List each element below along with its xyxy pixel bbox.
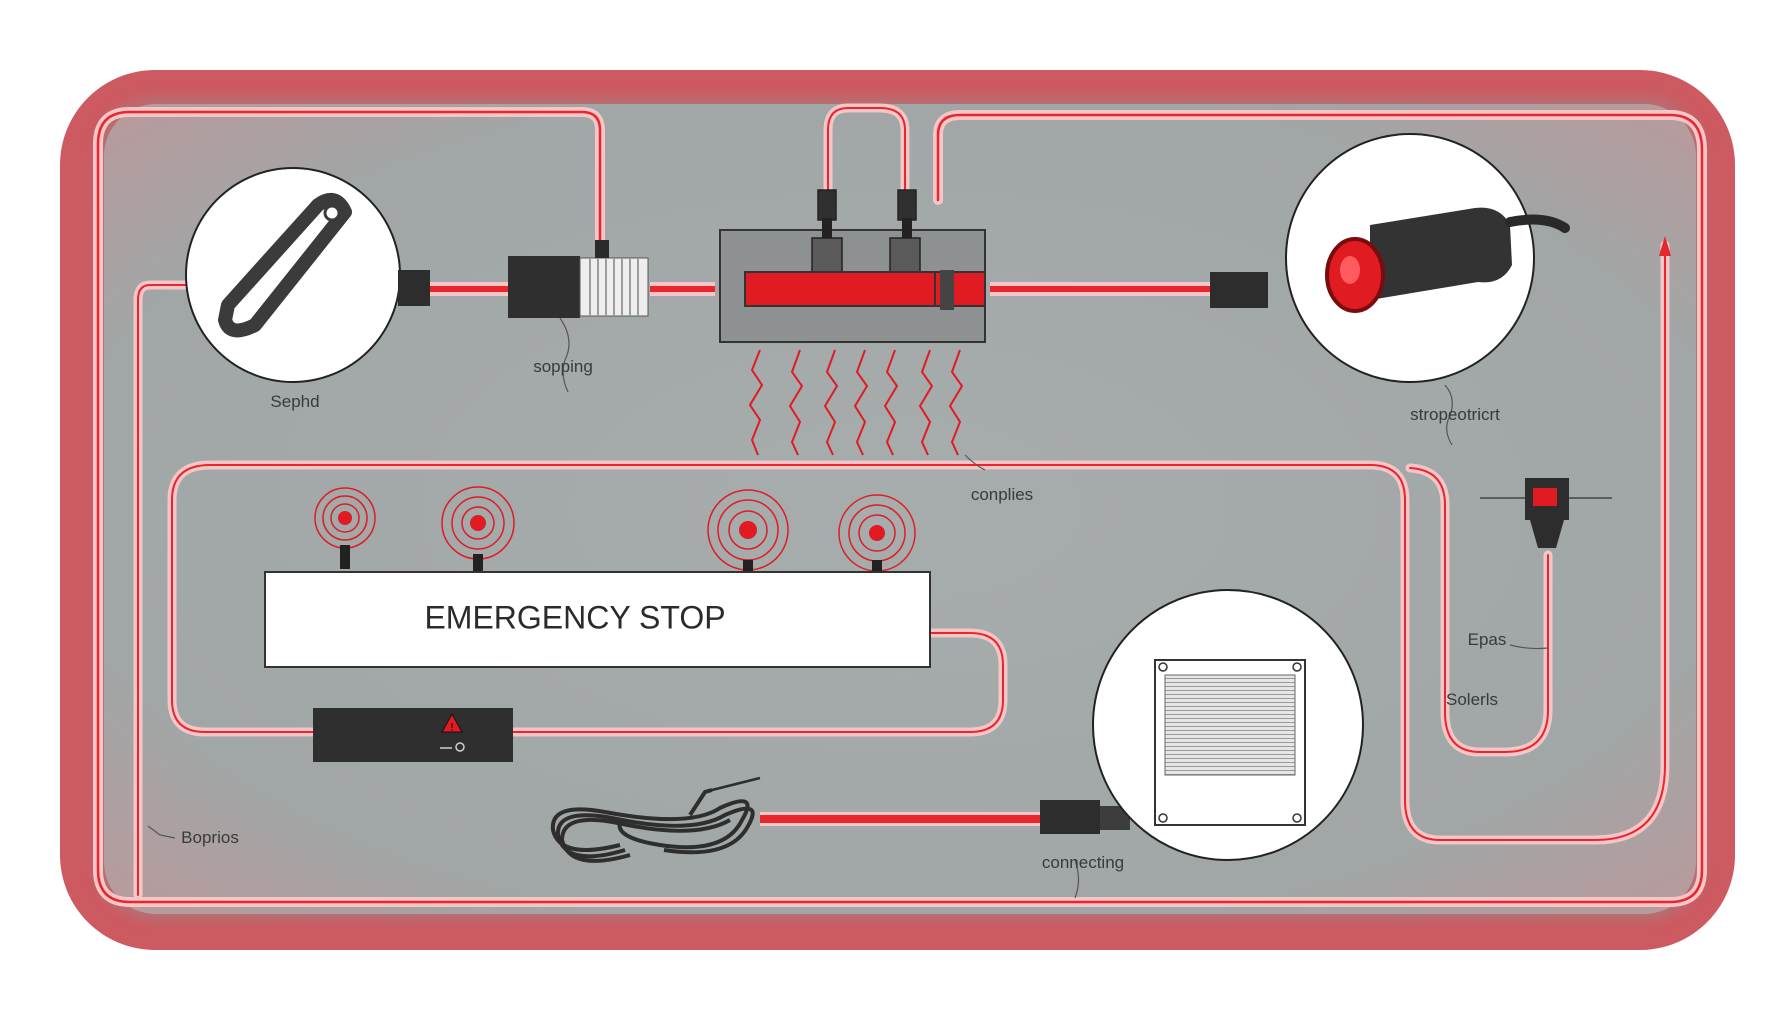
label-epas: Epas bbox=[1468, 630, 1507, 649]
label-sephd: Sephd bbox=[270, 392, 319, 411]
label-sopping: sopping bbox=[533, 357, 593, 376]
relay-terminal-left bbox=[817, 189, 837, 221]
sopping-device bbox=[508, 240, 649, 393]
wire-left-lead bbox=[137, 284, 186, 896]
warning-switch[interactable] bbox=[313, 708, 513, 762]
label-stropeotricrt: stropeotricrt bbox=[1410, 405, 1500, 424]
leader-lines bbox=[147, 825, 1080, 899]
warning-icon bbox=[441, 712, 463, 733]
beacon-1 bbox=[314, 487, 376, 569]
vibration-lines bbox=[748, 349, 964, 456]
emergency-stop-panel: EMERGENCY STOP bbox=[264, 571, 931, 668]
indicator-light-node bbox=[1210, 133, 1570, 446]
label-conplies: conplies bbox=[971, 485, 1033, 504]
warning-switch-box: ! bbox=[313, 708, 513, 762]
relay-terminal-right bbox=[897, 189, 917, 221]
speaker-grille-icon bbox=[1154, 659, 1306, 826]
key-icon bbox=[218, 192, 352, 338]
emergency-stop-title: EMERGENCY STOP bbox=[424, 599, 725, 635]
relay-block bbox=[719, 189, 986, 471]
wire-indicator bbox=[1409, 467, 1549, 753]
main-bus bbox=[430, 282, 1212, 296]
key-node bbox=[185, 167, 430, 383]
svg-text:!: ! bbox=[450, 721, 454, 734]
sopping-housing bbox=[508, 256, 580, 318]
label-connecting: connecting bbox=[1042, 853, 1124, 872]
key-connector bbox=[398, 270, 430, 306]
relay-bar bbox=[744, 271, 936, 307]
outer-wires bbox=[93, 103, 1707, 907]
connecting-connector bbox=[1040, 800, 1100, 834]
label-boprios: Boprios bbox=[181, 828, 239, 847]
arrow-up-icon bbox=[1659, 236, 1671, 256]
alarm-beacons bbox=[314, 486, 916, 572]
wire-top-loop bbox=[827, 107, 906, 191]
cable-assembly bbox=[550, 776, 1130, 863]
small-indicator bbox=[1480, 478, 1612, 650]
labels: Sephd sopping conplies stropeotricrt Epa… bbox=[181, 357, 1506, 872]
coiled-cable-icon bbox=[550, 776, 761, 863]
sopping-leader bbox=[559, 317, 570, 393]
label-solerls: Solerls bbox=[1446, 690, 1498, 709]
speaker-node bbox=[1092, 589, 1364, 861]
indicator-light-icon bbox=[1325, 207, 1570, 313]
wire-inner-loop bbox=[171, 244, 1666, 841]
beacon-2 bbox=[441, 486, 515, 572]
indicator-connector bbox=[1210, 272, 1268, 308]
beacon-3 bbox=[707, 489, 789, 572]
wire-outer bbox=[96, 110, 1704, 904]
beacon-4 bbox=[838, 494, 916, 572]
